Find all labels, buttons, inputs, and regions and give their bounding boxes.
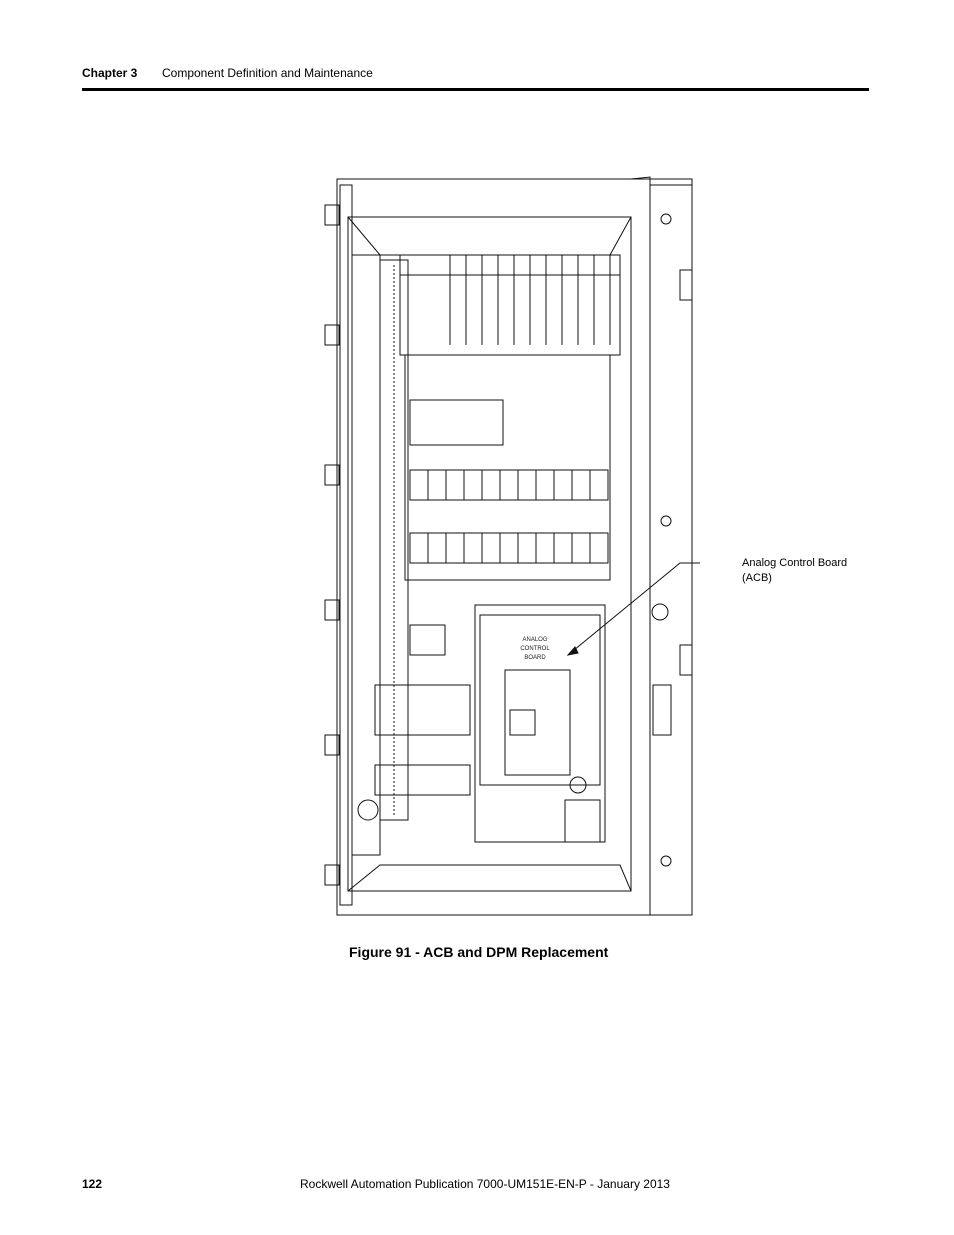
cabinet-drawing: ANALOG CONTROL BOARD	[320, 175, 700, 920]
acb-callout: Analog Control Board (ACB)	[742, 556, 847, 586]
terminal-row-2	[409, 532, 609, 564]
acb-inner	[479, 614, 601, 786]
card-rack	[399, 254, 621, 356]
bolt-3	[651, 603, 669, 621]
callout-leader	[567, 562, 700, 656]
chip	[509, 709, 536, 736]
power-supply	[409, 399, 504, 446]
hinge-3	[324, 464, 340, 486]
hinge-5	[324, 734, 340, 756]
analog-control-board	[474, 604, 606, 843]
bolt-2	[660, 515, 672, 527]
bolt-4	[660, 855, 672, 867]
cable-entry	[357, 799, 379, 821]
hinge-1	[324, 204, 340, 226]
dpm-module	[564, 799, 601, 843]
page-number: 122	[82, 1177, 103, 1191]
connector-circle	[569, 776, 587, 794]
hinge-6	[324, 864, 340, 886]
fuse-block	[409, 624, 446, 656]
hinge-4	[324, 599, 340, 621]
figure-caption: Figure 91 - ACB and DPM Replacement	[349, 944, 609, 960]
lower-duct	[374, 684, 471, 736]
callout-line1: Analog Control Board	[742, 557, 848, 569]
door-latch	[652, 684, 672, 736]
callout-line2: (ACB)	[742, 572, 772, 584]
cabinet-drawing-svg: ANALOG CONTROL BOARD	[324, 176, 700, 916]
right-edge-profile	[650, 184, 693, 915]
header-rule	[82, 88, 869, 91]
terminal-row-1	[409, 469, 609, 501]
page-header: Chapter 3 Component Definition and Maint…	[82, 66, 869, 90]
publication-footer: Rockwell Automation Publication 7000-UM1…	[300, 1177, 670, 1191]
mounting-plate	[404, 354, 611, 581]
callout-arrowhead	[566, 646, 579, 656]
transformer	[374, 764, 471, 796]
hinge-2	[324, 324, 340, 346]
top-perspective	[347, 216, 632, 256]
bolt-1	[660, 213, 672, 225]
daughter-board	[504, 669, 571, 776]
cabinet-inner-frame	[347, 216, 632, 892]
bottom-perspective	[347, 864, 632, 892]
chapter-label: Chapter 3	[82, 66, 138, 80]
door-hinge-strip	[339, 184, 353, 906]
board-label-line1: ANALOG	[522, 637, 547, 643]
board-label-line2: CONTROL	[520, 646, 550, 652]
board-label-line3: BOARD	[524, 655, 546, 661]
wire-duct-inner	[379, 259, 409, 821]
chapter-title: Component Definition and Maintenance	[162, 66, 373, 80]
right-flange	[630, 176, 651, 916]
